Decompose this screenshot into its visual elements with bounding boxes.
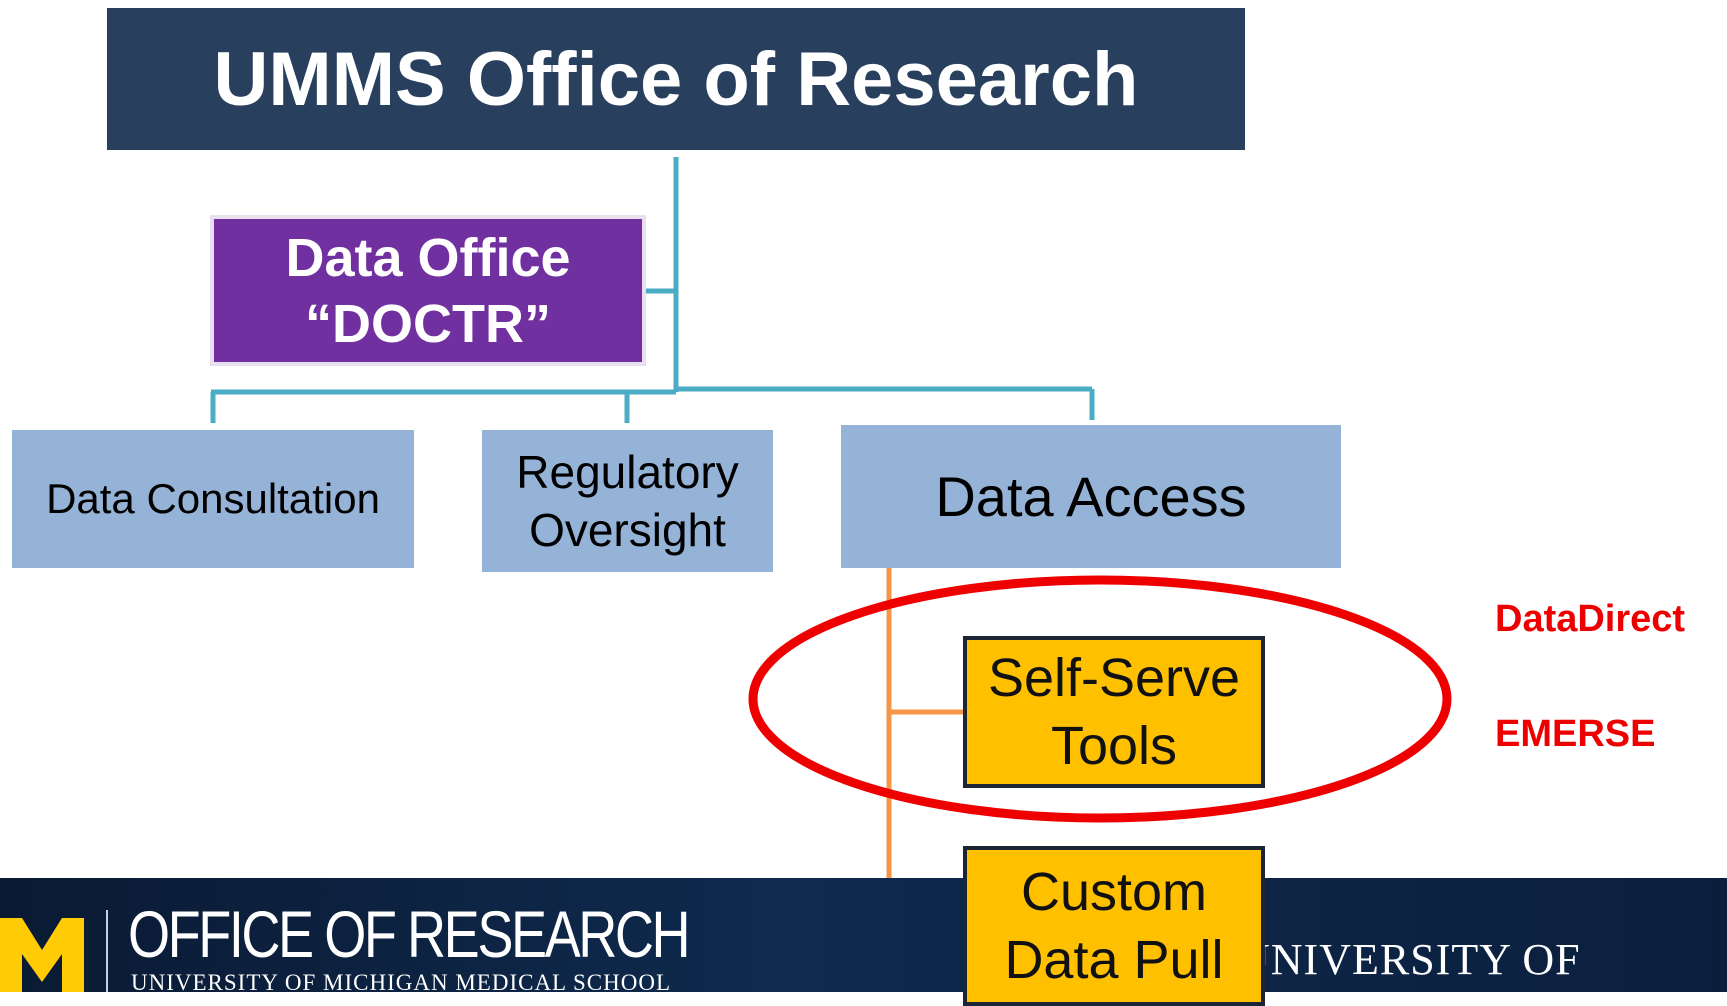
regulatory-oversight-box: Regulatory Oversight [482,430,773,572]
datadirect-label: DataDirect [1495,598,1686,640]
footer-office-wordmark: OFFICE OF RESEARCH [128,897,691,971]
data-access-box: Data Access [841,425,1341,568]
self-serve-tools-box: Self-Serve Tools [963,636,1265,788]
footer-school-name: UNIVERSITY OF MICHIGAN MEDICAL SCHOOL [131,970,672,992]
data-office-doctr-box: Data Office “DOCTR” [210,215,646,366]
custom-data-pull-box: Custom Data Pull [963,846,1265,1006]
data-consultation-box: Data Consultation [12,430,414,568]
emerse-label: EMERSE [1495,713,1656,755]
footer-university-name: UNIVERSITY OF MICHIGAN [1238,935,1581,992]
footer-banner: OFFICE OF RESEARCH UNIVERSITY OF MICHIGA… [0,878,1727,992]
block-m-logo [0,918,84,992]
office-of-research-title: UMMS Office of Research [107,8,1245,150]
footer-divider [106,910,108,992]
